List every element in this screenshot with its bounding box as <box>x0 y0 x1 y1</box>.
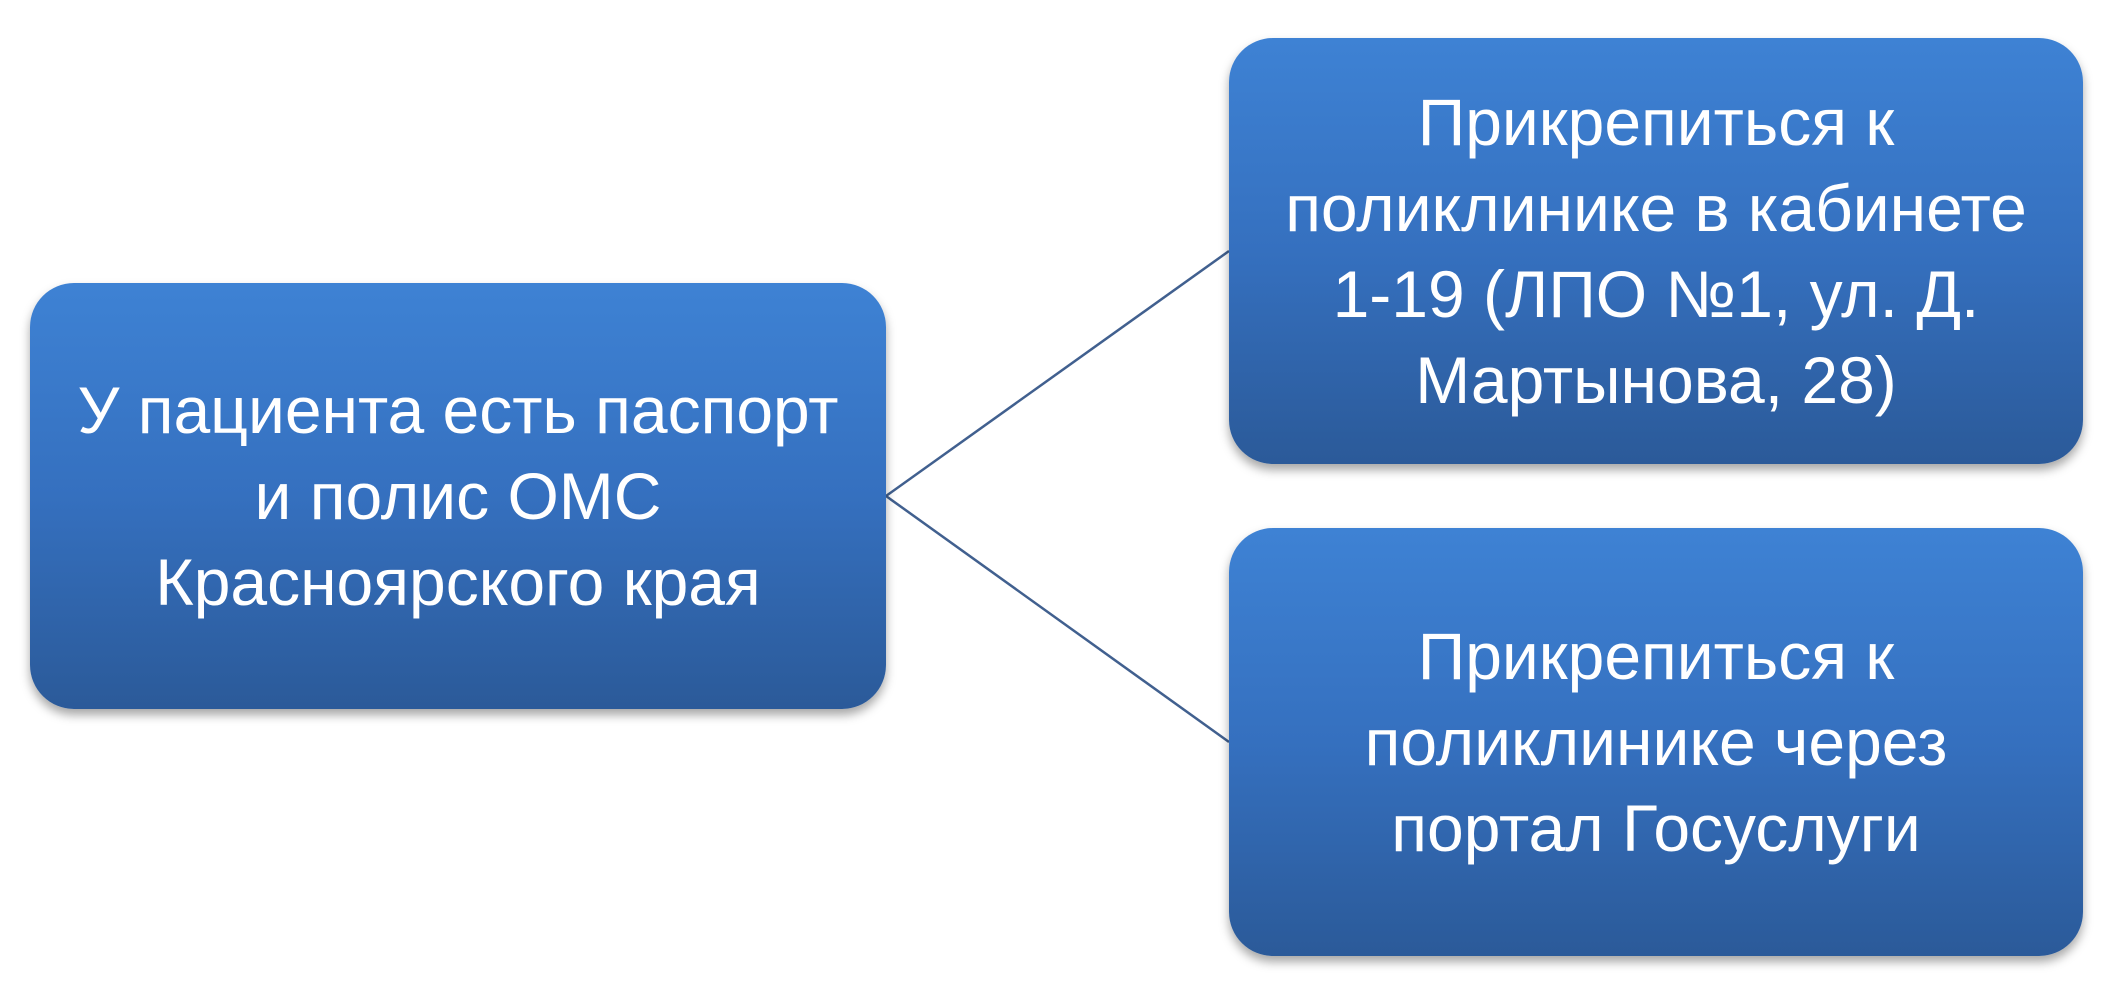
source-node: У пациента есть паспорт и полис ОМС Крас… <box>30 283 886 709</box>
connector-to-gosuslugi <box>885 494 1230 744</box>
gosuslugi-node-text: Прикрепиться к поликлинике через портал … <box>1364 619 1948 865</box>
source-node-text: У пациента есть паспорт и полис ОМС Крас… <box>77 373 839 619</box>
connector-to-clinic-office <box>885 249 1230 498</box>
gosuslugi-node: Прикрепиться к поликлинике через портал … <box>1229 528 2083 956</box>
clinic-office-node: Прикрепиться к поликлинике в кабинете 1-… <box>1229 38 2083 464</box>
clinic-office-node-text: Прикрепиться к поликлинике в кабинете 1-… <box>1285 85 2027 417</box>
